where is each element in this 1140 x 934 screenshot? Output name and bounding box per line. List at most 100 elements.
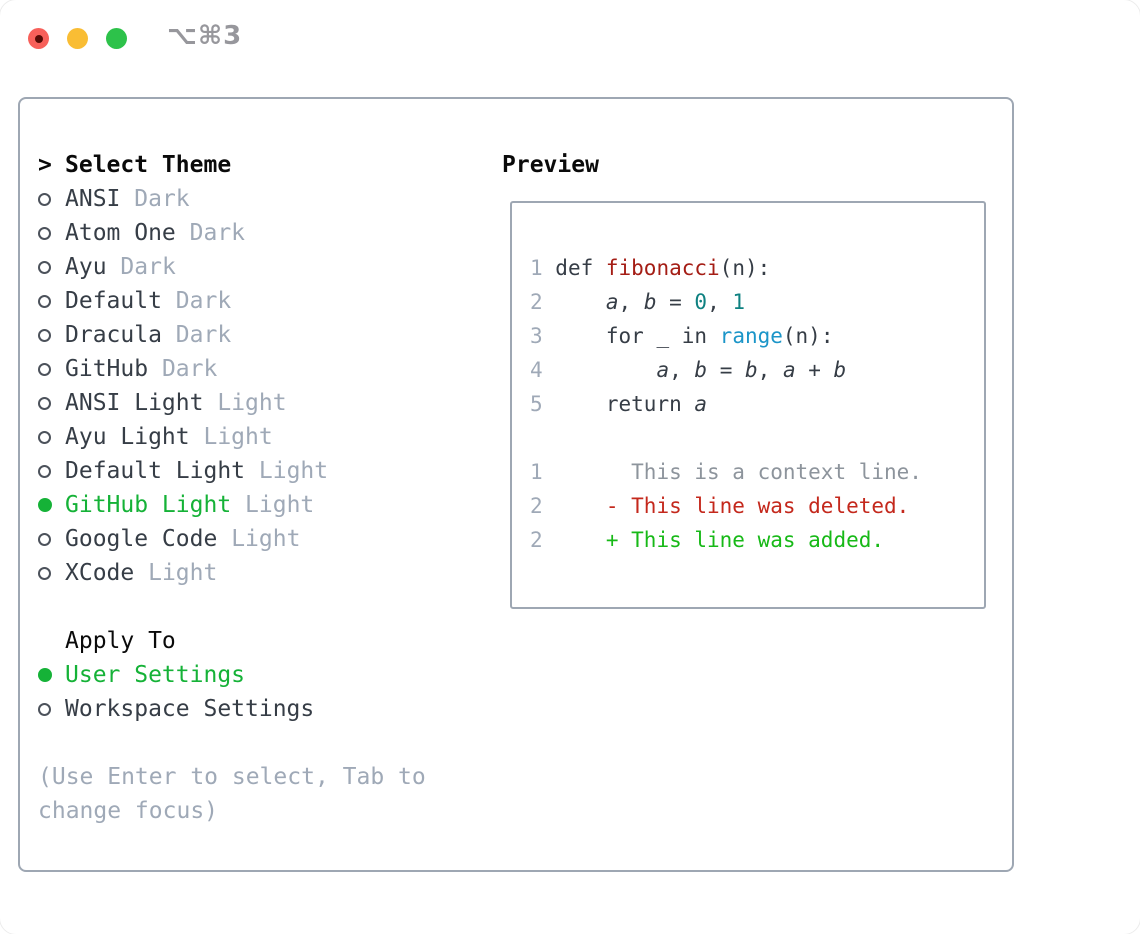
help-text: (Use Enter to select, Tab to change focu… <box>38 760 426 828</box>
apply-to-title: Apply To <box>65 628 176 654</box>
theme-name: Default Light <box>65 458 246 484</box>
code-segment: b <box>833 358 847 382</box>
radio-gutter <box>38 488 65 522</box>
radio-gutter <box>38 318 65 352</box>
radio-gutter <box>38 522 65 556</box>
radio-gutter <box>38 658 65 692</box>
code-segment: This is a context line. <box>555 460 922 484</box>
line-number: 4 <box>530 358 543 382</box>
line-number: 3 <box>530 324 543 348</box>
theme-option-dracula[interactable]: Dracula Dark <box>38 318 426 352</box>
theme-name: Google Code <box>65 526 218 552</box>
radio-icon <box>38 294 51 308</box>
theme-option-google-code[interactable]: Google Code Light <box>38 522 426 556</box>
radio-icon <box>38 532 51 546</box>
theme-option-label: ANSI Dark <box>65 182 190 216</box>
theme-list-header: > Select Theme <box>38 148 426 182</box>
radio-icon <box>38 362 51 376</box>
line-number: 2 <box>530 528 543 552</box>
theme-option-ayu[interactable]: Ayu Dark <box>38 250 426 284</box>
close-button[interactable] <box>28 28 49 49</box>
theme-name: GitHub Light <box>65 492 232 518</box>
radio-gutter <box>38 182 65 216</box>
radio-gutter <box>38 454 65 488</box>
theme-variant: Light <box>148 560 218 586</box>
code-line <box>530 421 984 455</box>
line-number: 1 <box>530 460 543 484</box>
spacer <box>38 726 426 760</box>
code-segment: a <box>694 392 708 416</box>
theme-name: ANSI <box>65 186 121 212</box>
radio-gutter <box>38 556 65 590</box>
unsaved-changes-dot-icon <box>34 34 43 43</box>
code-line: 2 - This line was deleted. <box>530 489 984 523</box>
code-segment: def <box>555 256 606 280</box>
theme-option-ansi[interactable]: ANSI Dark <box>38 182 426 216</box>
code-segment: + <box>795 358 834 382</box>
theme-option-xcode[interactable]: XCode Light <box>38 556 426 590</box>
code-segment: , <box>618 290 644 314</box>
code-line: 4 a, b = b, a + b <box>530 353 984 387</box>
theme-variant: Dark <box>175 322 232 348</box>
code-segment <box>555 353 656 387</box>
code-segment: 1 <box>732 290 746 314</box>
theme-option-github[interactable]: GitHub Dark <box>38 352 426 386</box>
code-segment: = <box>656 290 695 314</box>
theme-option-default[interactable]: Default Dark <box>38 284 426 318</box>
apply-option-workspace-settings[interactable]: Workspace Settings <box>38 692 426 726</box>
theme-name: Default <box>65 288 162 314</box>
theme-list-title: Select Theme <box>65 152 232 178</box>
zoom-button[interactable] <box>106 28 127 49</box>
theme-option-label: Ayu Light Light <box>65 420 273 454</box>
line-number: 2 <box>530 494 543 518</box>
code-segment: (n): <box>719 256 771 280</box>
radio-icon <box>38 192 51 206</box>
line-number: 1 <box>530 256 543 280</box>
line-number: 2 <box>530 290 543 314</box>
theme-option-ansi-light[interactable]: ANSI Light Light <box>38 386 426 420</box>
theme-variant: Dark <box>189 220 246 246</box>
preview-title: Preview <box>502 152 599 178</box>
radio-icon <box>38 702 51 716</box>
line-number <box>530 421 543 455</box>
radio-icon <box>38 430 51 444</box>
theme-variant: Light <box>258 458 329 484</box>
theme-option-ayu-light[interactable]: Ayu Light Light <box>38 420 426 454</box>
theme-option-github-light[interactable]: GitHub Light Light <box>38 488 426 522</box>
apply-option-user-settings[interactable]: User Settings <box>38 658 426 692</box>
radio-gutter <box>38 352 65 386</box>
code-line: 2 + This line was added. <box>530 523 984 557</box>
theme-variant: Dark <box>175 288 232 314</box>
code-segment: for _ in <box>555 324 720 348</box>
code-segment: a <box>656 358 670 382</box>
radio-icon <box>38 566 51 580</box>
theme-variant: Dark <box>134 186 190 212</box>
minimize-button[interactable] <box>67 28 88 49</box>
code-segment: return <box>555 392 695 416</box>
theme-option-atom-one[interactable]: Atom One Dark <box>38 216 426 250</box>
code-segment: b <box>643 290 657 314</box>
radio-gutter <box>38 216 65 250</box>
code-segment: + This line was added. <box>555 528 885 552</box>
theme-variant: Light <box>203 424 273 450</box>
help-line-2: change focus) <box>38 798 219 824</box>
radio-gutter <box>38 386 65 420</box>
theme-name: Ayu <box>65 254 107 280</box>
theme-option-default-light[interactable]: Default Light Light <box>38 454 426 488</box>
theme-option-label: Dracula Dark <box>65 318 231 352</box>
theme-name: XCode <box>65 560 135 586</box>
code-segment: b <box>745 358 758 382</box>
code-segment: , <box>669 358 695 382</box>
theme-variant: Dark <box>161 356 218 382</box>
code-segment: range <box>719 324 783 348</box>
theme-variant: Dark <box>120 254 176 280</box>
code-segment: - This line was deleted. <box>555 494 910 518</box>
theme-option-label: XCode Light <box>65 556 217 590</box>
line-number: 5 <box>530 392 543 416</box>
theme-option-label: GitHub Dark <box>65 352 217 386</box>
